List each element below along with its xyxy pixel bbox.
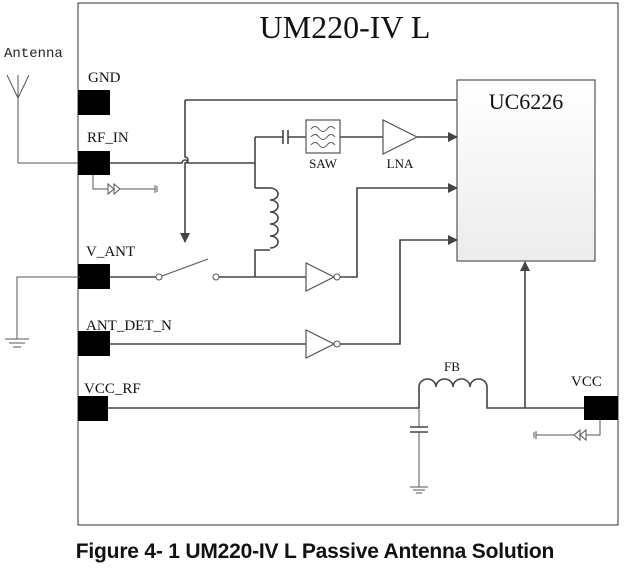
wire-inv2-chip (340, 235, 458, 345)
pin-label-v-ant: V_ANT (86, 244, 135, 260)
switch-icon[interactable] (155, 258, 220, 281)
pin-label-vcc-rf: VCC_RF (84, 381, 141, 397)
pin-label-gnd: GND (88, 70, 121, 86)
wire-ind-bottom (254, 249, 270, 277)
pin-ant-det-n (78, 331, 110, 356)
capacitor-icon (282, 130, 289, 144)
antenna-icon (6, 74, 80, 164)
ground-fb-icon (410, 486, 428, 494)
saw-label: SAW (309, 156, 338, 171)
ground-v-ant-icon (5, 276, 80, 348)
fb-label: FB (444, 359, 460, 374)
lna-amplifier-icon (382, 119, 419, 155)
esd-diode-vcc-icon (533, 420, 601, 442)
saw-filter-icon (305, 119, 341, 154)
pin-label-rf-in: RF_IN (87, 130, 129, 146)
chip-label: UC6226 (489, 89, 564, 114)
antenna-label: Antenna (4, 46, 63, 62)
esd-diode-rf-in-icon (92, 175, 158, 196)
inverter-1-icon (305, 262, 341, 292)
wire-gnd-down (180, 100, 190, 243)
module-title: UM220-IV L (260, 9, 431, 45)
pin-rf-in (78, 151, 110, 175)
schematic-diagram: UM220-IV L Antenna GND RF_IN V_ANT ANT_D… (4, 2, 619, 526)
decoupling-capacitor-icon (410, 408, 428, 487)
lna-label: LNA (387, 156, 414, 171)
pin-label-vcc: VCC (571, 374, 602, 390)
wire-inv1-chip (340, 183, 458, 278)
wire-rf-in (110, 159, 255, 164)
pin-v-ant (78, 264, 110, 289)
pin-label-ant-det-n: ANT_DET_N (86, 318, 172, 334)
ferrite-bead-icon (418, 378, 584, 409)
pin-vcc-rf (78, 396, 108, 421)
inductor-icon (269, 187, 279, 249)
inverter-2-icon (305, 329, 341, 359)
chip-uc6226 (456, 79, 596, 262)
pin-vcc (584, 396, 618, 420)
pin-gnd (78, 90, 110, 115)
figure-caption: Figure 4- 1 UM220-IV L Passive Antenna S… (75, 540, 555, 563)
